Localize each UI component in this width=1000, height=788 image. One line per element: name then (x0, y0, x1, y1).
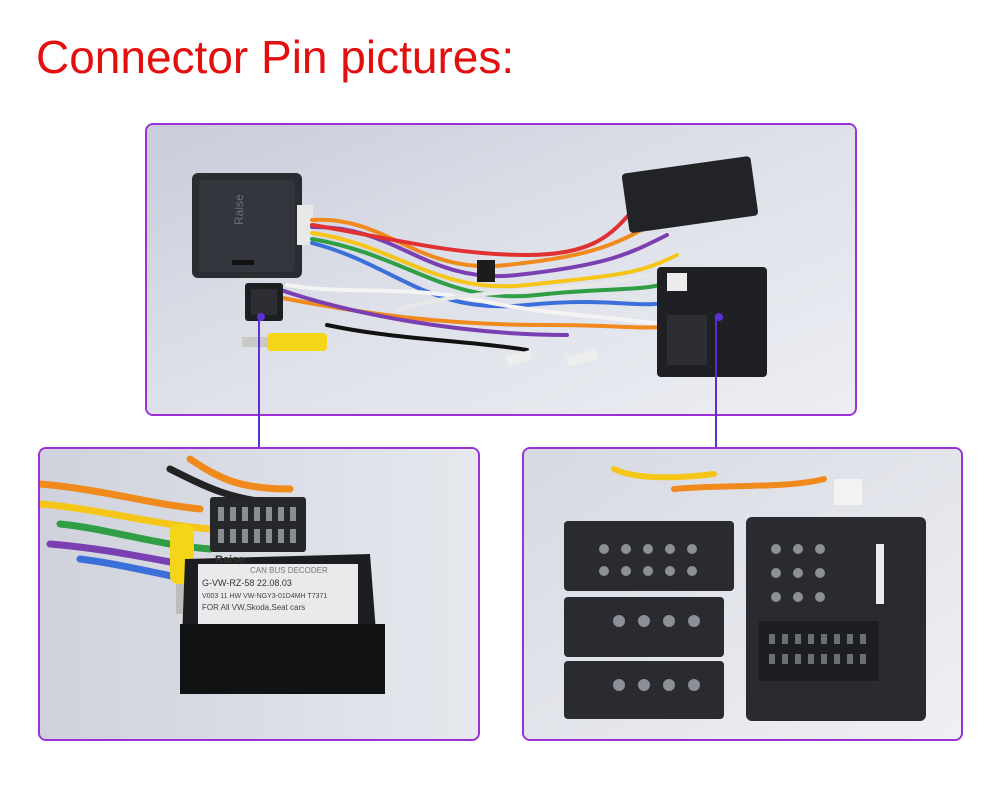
decoder-brand: Raise (215, 554, 244, 566)
harness-overview-photo: Raise (145, 123, 857, 416)
connector-pins-photo (522, 447, 963, 741)
decoder-box: Raise (192, 173, 313, 278)
decoder-label-line4: FOR All VW,Skoda,Seat cars (202, 603, 305, 612)
decoder-closeup-illustration (40, 449, 478, 739)
decoder-box-closeup (180, 554, 385, 694)
connector-left-block (564, 521, 734, 719)
decoder-closeup-photo: Raise CAN BUS DECODER G-VW-RZ-58 22.08.0… (38, 447, 480, 741)
wire-bundle (265, 193, 689, 352)
harness-overview-illustration: Raise (147, 125, 855, 414)
small-16pin-connector (245, 283, 283, 321)
decoder-label-line2: G-VW-RZ-58 22.08.03 (202, 578, 292, 588)
svg-text:Raise: Raise (232, 194, 246, 225)
decoder-label-line3: V003 11 HW VW-NGY3-01D4MH T7371 (202, 593, 327, 600)
quadlock-connector (621, 156, 767, 377)
decoder-label-line1: CAN BUS DECODER (250, 566, 328, 575)
connector-16pin (210, 497, 306, 552)
page-title: Connector Pin pictures: (36, 31, 515, 83)
connector-pins-illustration (524, 449, 961, 739)
decoder-label-text-layer: Raise CAN BUS DECODER G-VW-RZ-58 22.08.0… (202, 554, 328, 612)
rca-plug (242, 333, 327, 351)
connector-right-block (746, 517, 926, 721)
